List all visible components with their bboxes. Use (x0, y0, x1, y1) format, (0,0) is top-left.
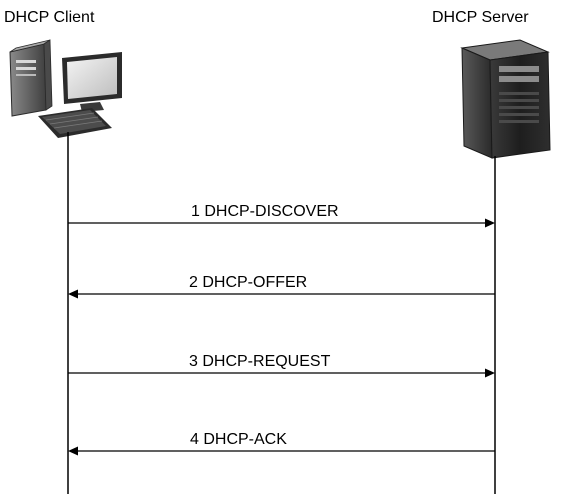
server-label: DHCP Server (432, 9, 529, 26)
message-label-2: 2 DHCP-OFFER (189, 274, 307, 291)
message-label-3: 3 DHCP-REQUEST (189, 353, 331, 370)
message-label-1: 1 DHCP-DISCOVER (191, 203, 339, 220)
message-label-4: 4 DHCP-ACK (190, 431, 287, 448)
arrowhead-icon (68, 289, 78, 299)
arrowhead-icon (68, 446, 78, 456)
message-group: 1 DHCP-DISCOVER 2 DHCP-OFFER 3 DHCP-REQUES… (68, 203, 495, 456)
client-label: DHCP Client (4, 9, 95, 26)
arrowhead-icon (485, 218, 495, 228)
arrowhead-icon (485, 368, 495, 378)
tower-server-icon (460, 39, 551, 159)
desktop-computer-icon (9, 39, 122, 138)
